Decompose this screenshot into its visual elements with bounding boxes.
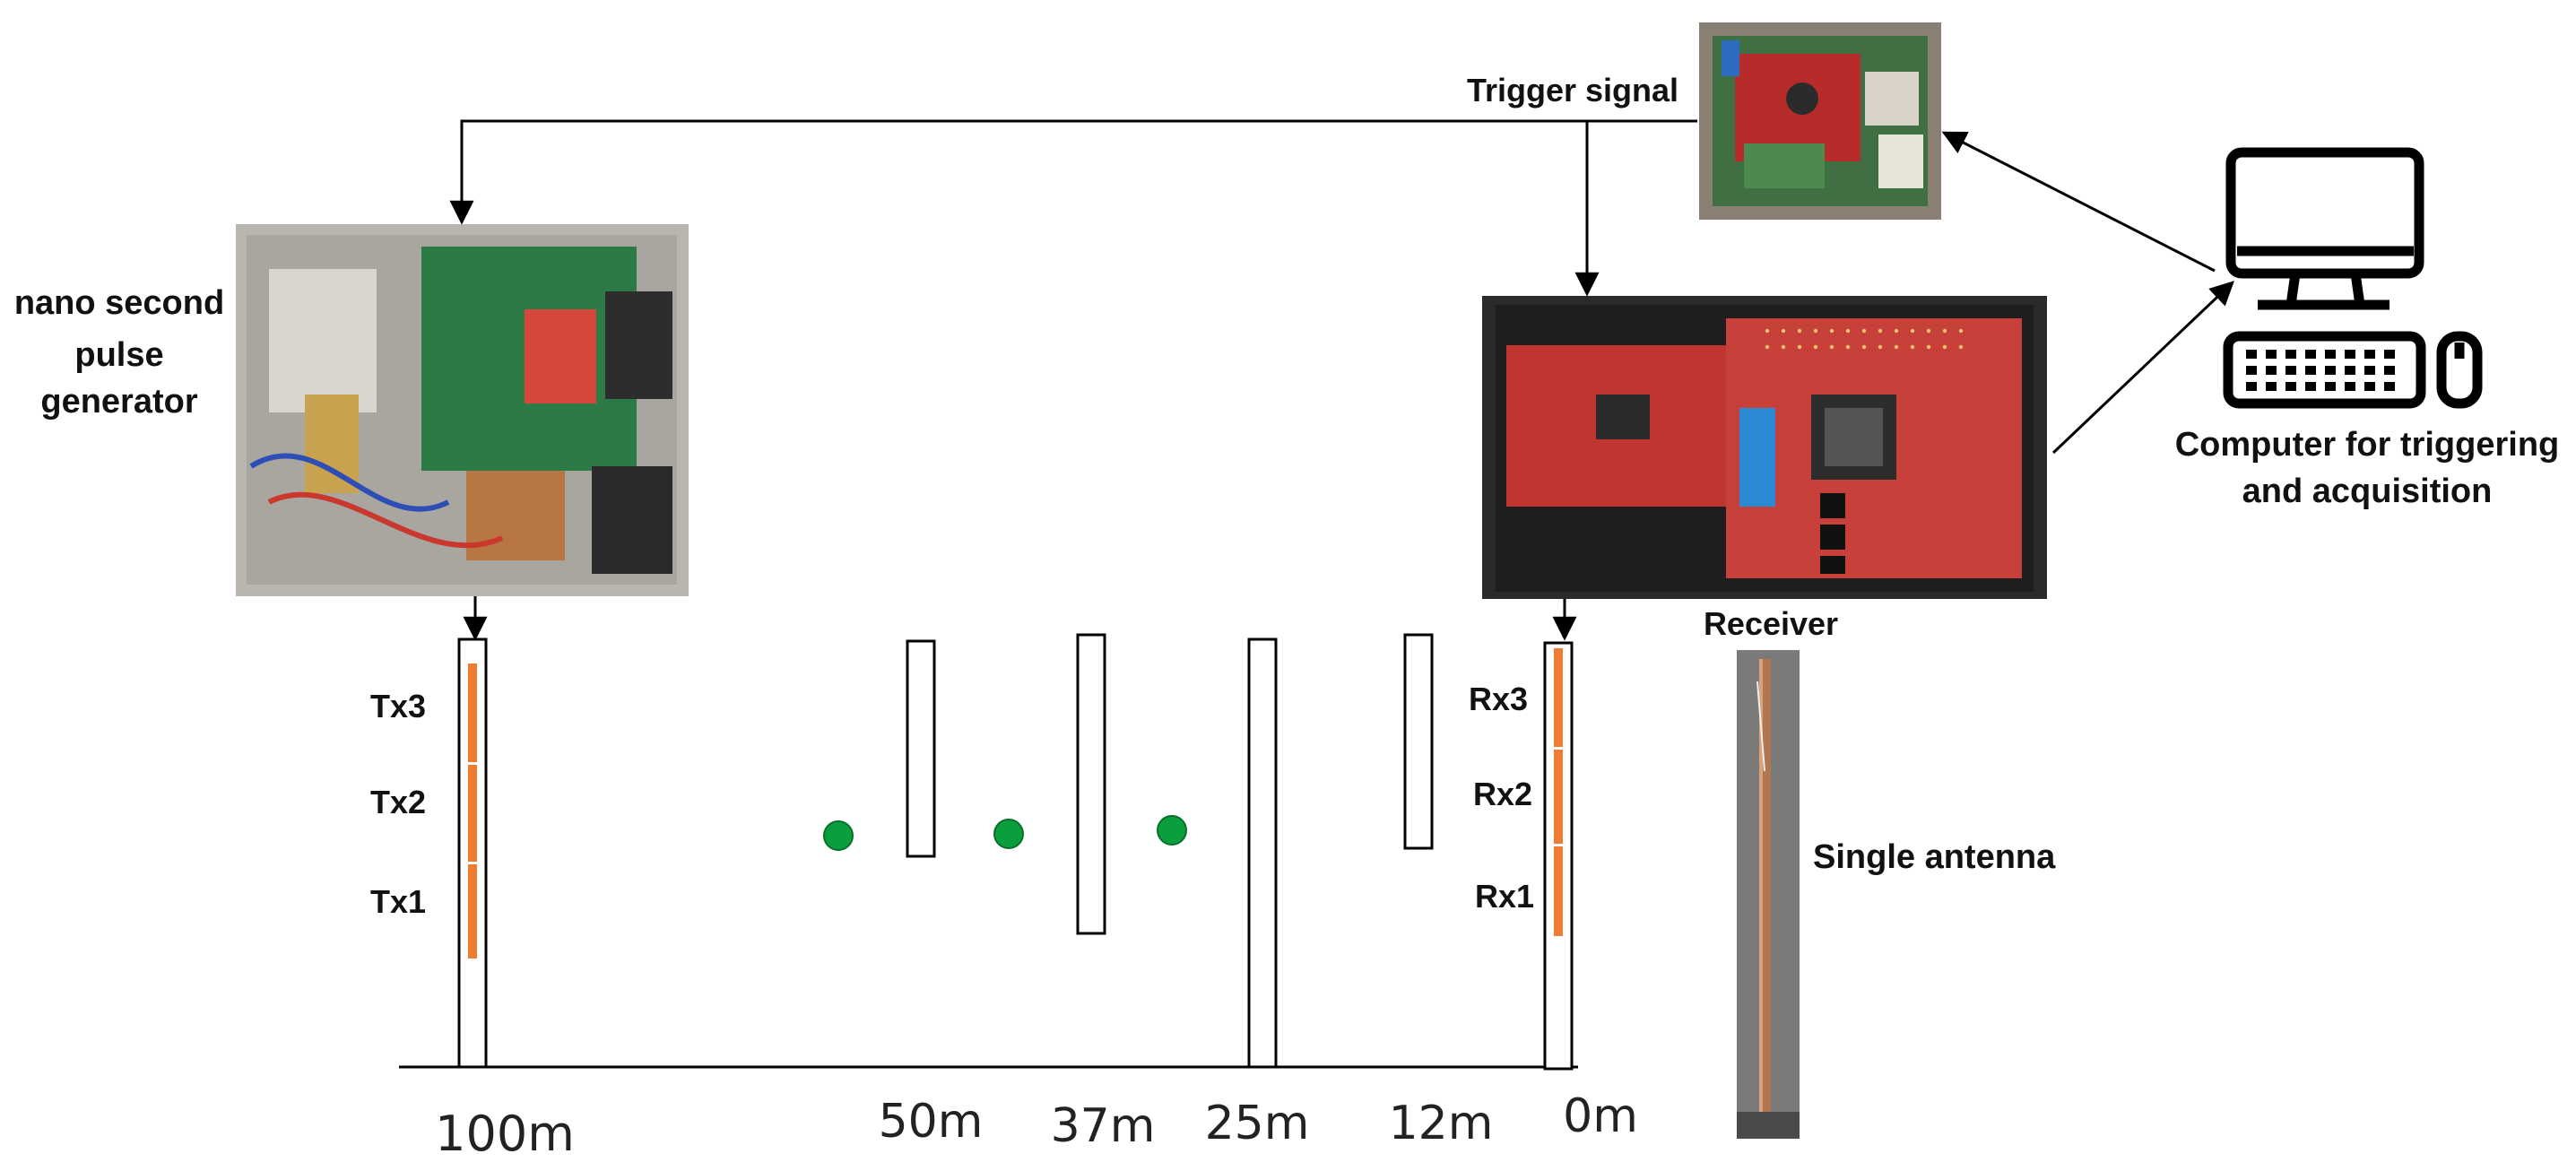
distance-label: 50m [879, 1095, 984, 1149]
computer-label: Computer for triggering and acquisition [2175, 426, 2560, 510]
pulse-generator-label-line: nano second [14, 284, 224, 322]
pulse-generator-label-line: pulse [74, 336, 163, 374]
trigger-line-to-generator [449, 119, 1697, 225]
rx-antenna-array [1543, 641, 1574, 1071]
receiver-label: Receiver [1704, 605, 1838, 642]
tx-label: Tx3 [370, 688, 426, 724]
wall-50m [906, 639, 936, 858]
trigger-signal-label: Trigger signal [1467, 72, 1678, 108]
tx-antenna-array [457, 638, 488, 1069]
rx-element-1 [1554, 846, 1563, 936]
keyboard-icon [2246, 350, 2395, 391]
target-marker [993, 819, 1024, 849]
tx-element-3 [468, 664, 477, 762]
distance-label: 37m [1051, 1099, 1156, 1153]
tx-labels: Tx3 Tx2 Tx1 [370, 688, 426, 920]
computer-to-trigger-arrow [1941, 131, 2216, 273]
computer-label-line: Computer for triggering [2175, 426, 2560, 464]
pulse-generator-label: nano second pulse generator [14, 284, 224, 421]
tx-element-1 [468, 864, 477, 958]
target-markers [823, 815, 1187, 851]
computer-icon [2223, 147, 2483, 409]
rx-element-3 [1554, 648, 1563, 747]
distance-labels: 100m 50m 37m 25m 12m 0m [435, 1089, 1638, 1162]
rx-label: Rx3 [1469, 681, 1528, 717]
distance-label: 12m [1389, 1097, 1494, 1150]
single-antenna-label: Single antenna [1813, 838, 2056, 876]
distance-label: 0m [1563, 1089, 1638, 1143]
receiver-board-photo [1482, 296, 2047, 599]
pulse-generator-photo [236, 224, 689, 596]
single-antenna-photo [1737, 650, 1800, 1139]
obstacle-walls [906, 633, 1434, 1069]
signal-arrows [449, 119, 2234, 641]
tx-element-2 [468, 765, 477, 862]
pulse-generator-label-line: generator [40, 383, 197, 421]
target-marker [1157, 815, 1187, 846]
wall-25m [1247, 638, 1278, 1069]
distance-label: 100m [435, 1106, 575, 1162]
rx-element-2 [1554, 750, 1563, 844]
receiver-to-computer-arrow [2051, 281, 2234, 455]
rx-label: Rx2 [1473, 776, 1532, 812]
computer-label-line: and acquisition [2242, 473, 2493, 510]
trigger-board-photo [1699, 22, 1941, 220]
tx-label: Tx2 [370, 784, 426, 820]
wall-12m [1403, 633, 1434, 850]
rx-label: Rx1 [1475, 878, 1534, 915]
target-marker [823, 820, 854, 851]
distance-label: 25m [1205, 1097, 1310, 1150]
rx-labels: Rx3 Rx2 Rx1 [1469, 681, 1534, 915]
tx-label: Tx1 [370, 883, 426, 920]
wall-37m [1076, 633, 1106, 935]
